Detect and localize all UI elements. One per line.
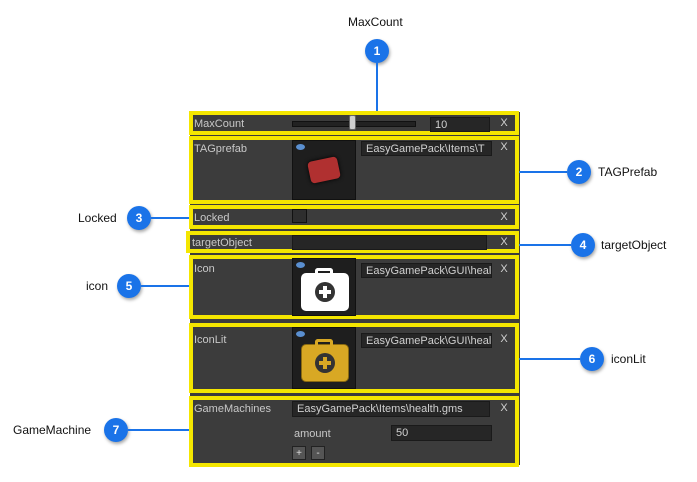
icon-label: Icon — [194, 263, 215, 275]
locked-highlight — [189, 205, 519, 229]
maxcount-slider-handle[interactable] — [349, 115, 356, 130]
tagprefab-clear-button[interactable]: X — [500, 141, 508, 153]
tagprefab-highlight — [189, 136, 519, 204]
callout-5-text: icon — [86, 279, 109, 293]
gamemachines-clear-button[interactable]: X — [500, 402, 508, 414]
eye-icon[interactable] — [296, 144, 305, 150]
gamemachines-path-field[interactable]: EasyGamePack\Items\health.gms — [292, 401, 490, 417]
maxcount-clear-button[interactable]: X — [500, 117, 508, 129]
tagprefab-thumbnail[interactable] — [292, 140, 356, 200]
iconlit-clear-button[interactable]: X — [500, 333, 508, 345]
medkit-prefab-icon — [307, 156, 341, 184]
amount-label: amount — [294, 428, 331, 440]
callout-1-badge: 1 — [365, 39, 389, 63]
targetobject-highlight — [186, 231, 519, 253]
callout-2-line — [519, 171, 567, 173]
locked-clear-button[interactable]: X — [500, 211, 508, 223]
icon-highlight — [189, 255, 519, 319]
callout-3-badge: 3 — [127, 206, 151, 230]
callout-7-line — [128, 429, 189, 431]
callout-7-badge: 7 — [104, 418, 128, 442]
maxcount-value-field[interactable]: 10 — [430, 117, 490, 132]
add-button[interactable]: + — [292, 446, 306, 460]
amount-field[interactable]: 50 — [391, 425, 492, 441]
targetobject-label: targetObject — [192, 237, 252, 249]
callout-3-line — [151, 217, 189, 219]
callout-4-text: targetObject — [601, 238, 667, 252]
maxcount-highlight — [189, 111, 519, 135]
callout-2-text: TAGPrefab — [598, 165, 658, 179]
callout-1-text: MaxCount — [348, 15, 403, 29]
icon-thumbnail[interactable] — [292, 258, 356, 316]
tagprefab-label: TAGprefab — [194, 143, 247, 155]
iconlit-highlight — [189, 323, 519, 393]
callout-6-line — [519, 358, 580, 360]
maxcount-label: MaxCount — [194, 118, 245, 130]
callout-6-text: iconLit — [611, 352, 646, 366]
icon-path-field[interactable]: EasyGamePack\GUI\heal — [361, 263, 492, 278]
eye-icon[interactable] — [296, 331, 305, 337]
gamemachines-highlight — [189, 396, 519, 467]
white-medkit-icon — [301, 268, 349, 311]
locked-checkbox[interactable] — [292, 209, 307, 223]
callout-4-line — [519, 244, 571, 246]
callout-5-badge: 5 — [117, 274, 141, 298]
eye-icon[interactable] — [296, 262, 305, 268]
iconlit-label: IconLit — [194, 334, 227, 346]
callout-7-text: GameMachine — [13, 423, 92, 437]
callout-2-badge: 2 — [567, 160, 591, 184]
callout-3-text: Locked — [78, 211, 117, 225]
remove-button[interactable]: - — [311, 446, 325, 460]
locked-label: Locked — [194, 212, 230, 224]
iconlit-path-field[interactable]: EasyGamePack\GUI\heal — [361, 333, 492, 348]
targetobject-field[interactable] — [292, 235, 487, 250]
callout-6-badge: 6 — [580, 347, 604, 371]
targetobject-clear-button[interactable]: X — [500, 236, 508, 248]
tagprefab-path-field[interactable]: EasyGamePack\Items\T — [361, 141, 492, 156]
gamemachines-label: GameMachines — [194, 403, 272, 415]
icon-clear-button[interactable]: X — [500, 263, 508, 275]
callout-5-line — [141, 285, 189, 287]
yellow-medkit-icon — [301, 339, 349, 382]
callout-4-badge: 4 — [571, 233, 595, 257]
iconlit-thumbnail[interactable] — [292, 327, 356, 389]
callout-1-line — [376, 63, 378, 111]
